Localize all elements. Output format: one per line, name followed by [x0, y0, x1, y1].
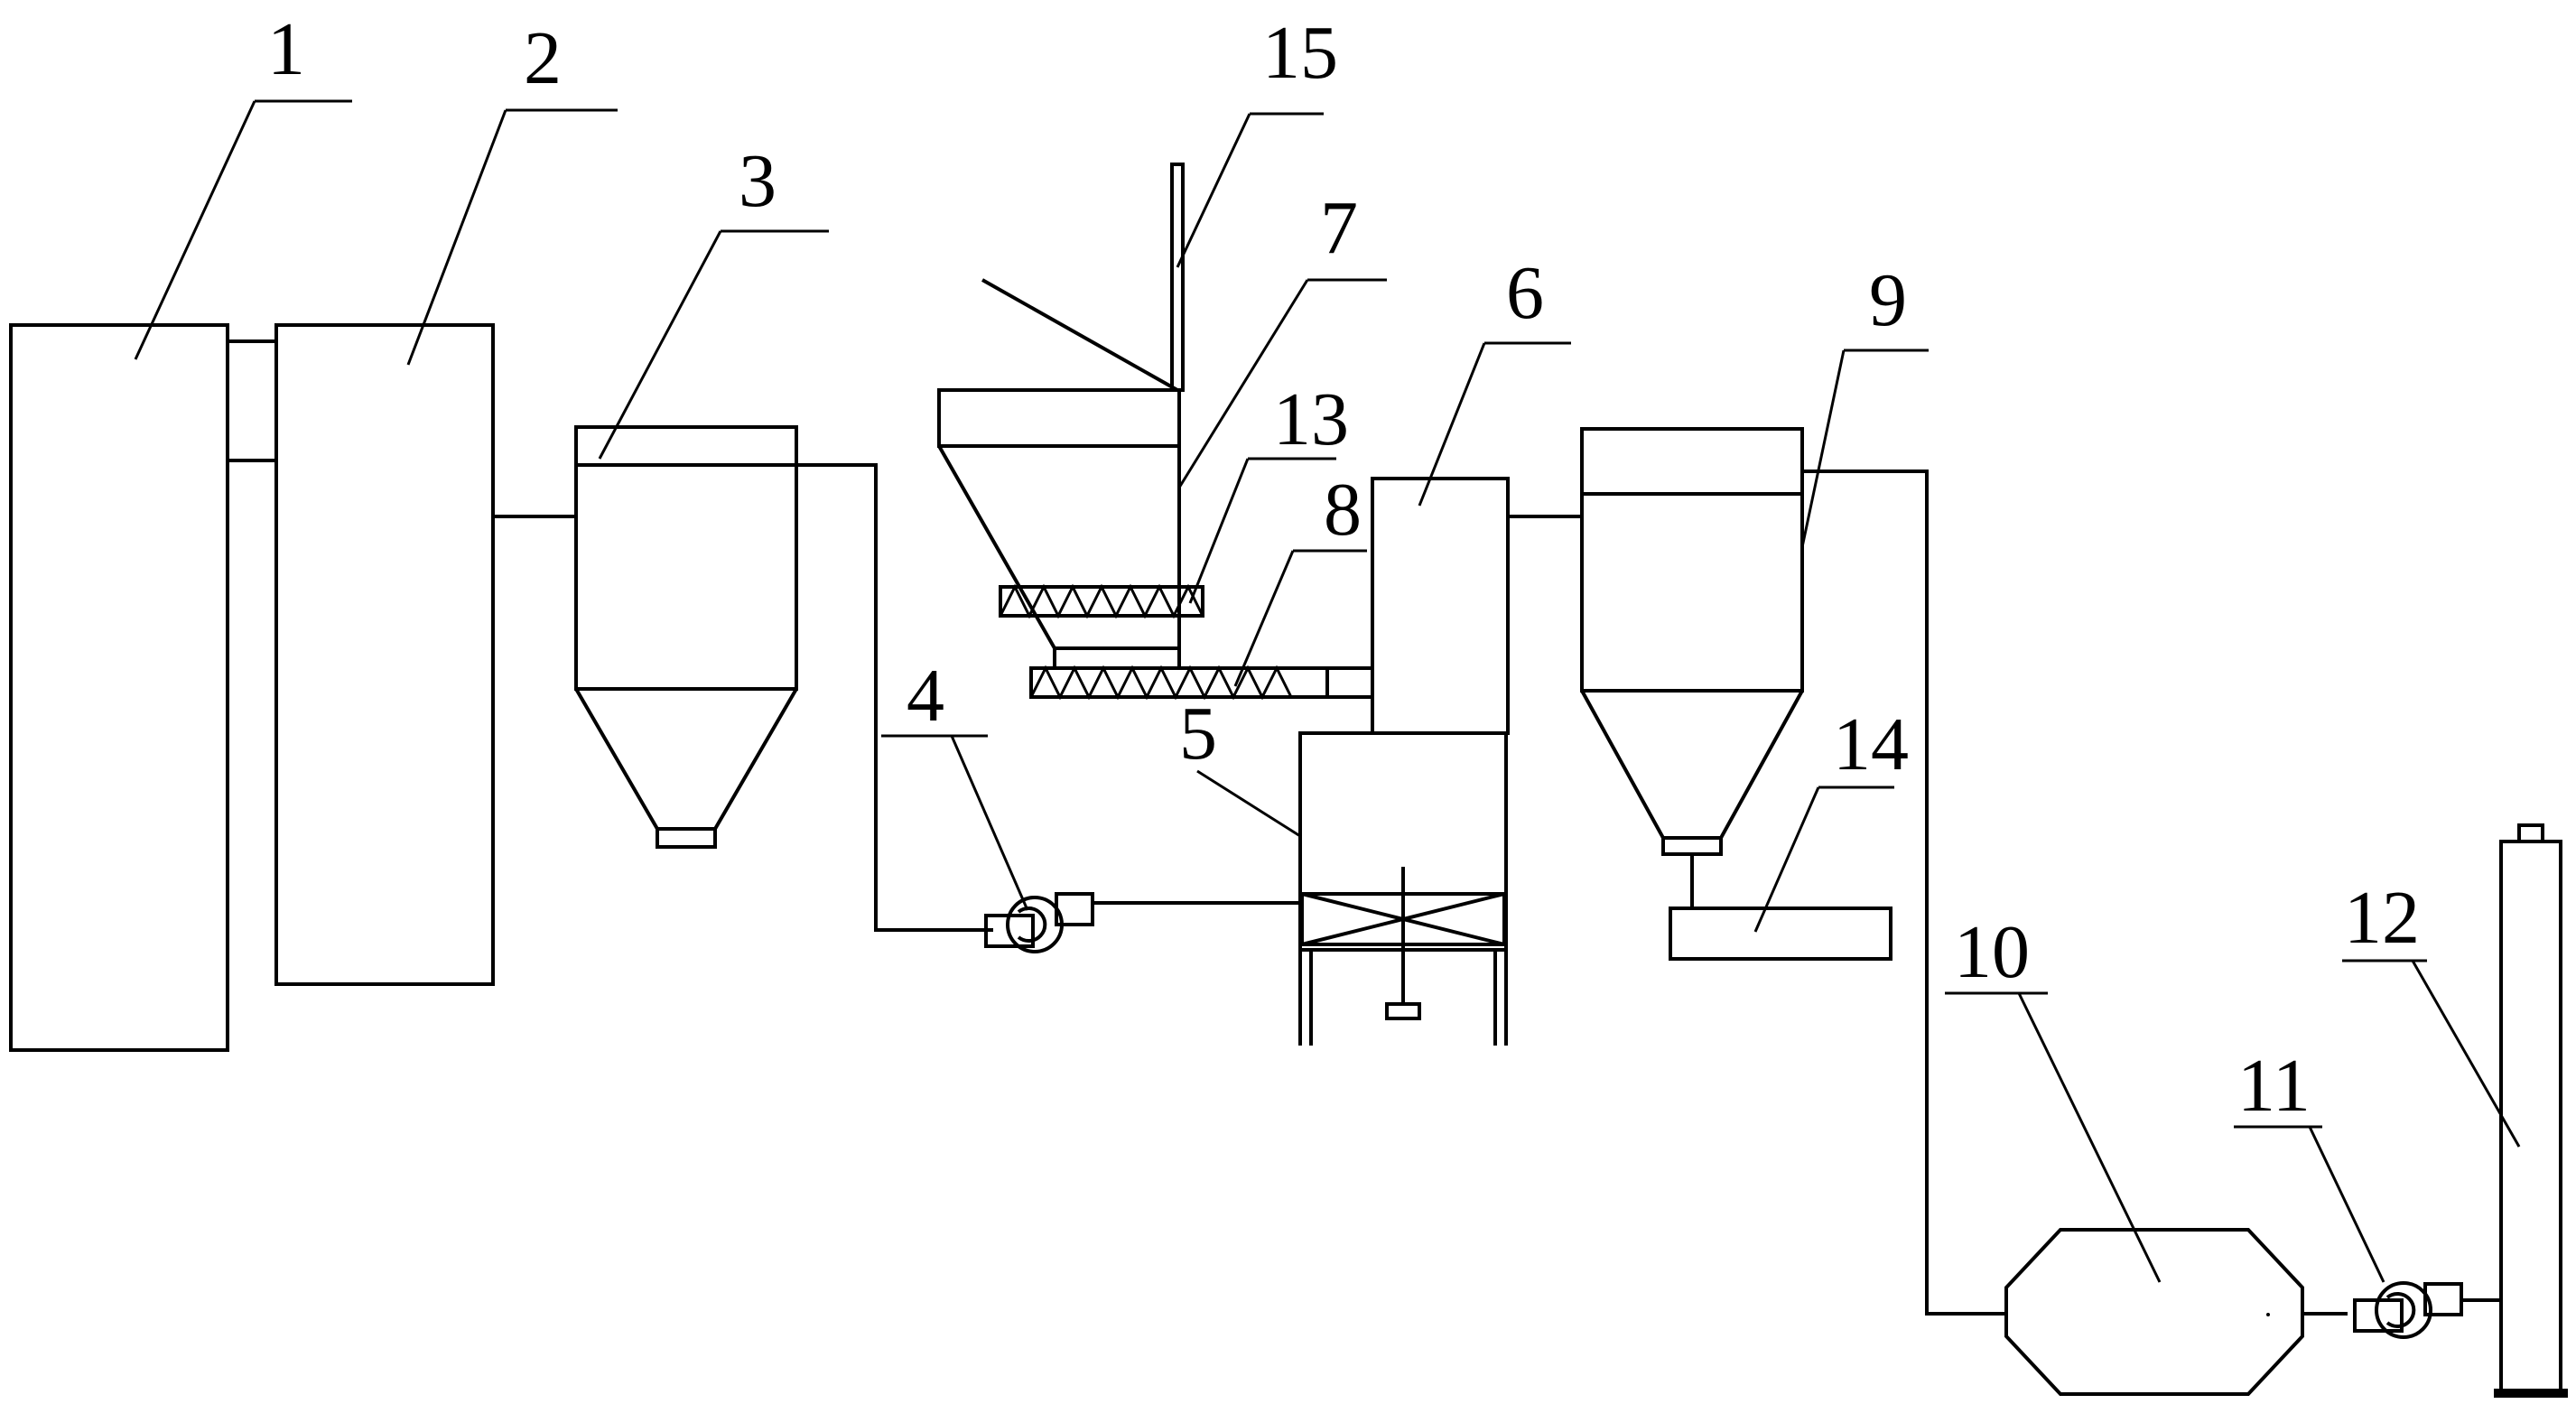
label-2: 2 [524, 16, 562, 100]
label-7: 7 [1320, 186, 1358, 270]
component-8-screw [1029, 665, 1374, 701]
component-11-fan [2353, 1281, 2463, 1339]
label-4: 4 [907, 654, 944, 738]
component-12-stack [2494, 823, 2568, 1398]
label-9: 9 [1869, 258, 1907, 342]
label-8: 8 [1324, 468, 1362, 552]
component-5 [1298, 731, 1508, 1046]
component-10-tank [2004, 1228, 2304, 1396]
component-7-hopper [937, 388, 1181, 670]
component-1 [9, 323, 229, 1052]
label-3: 3 [739, 139, 777, 223]
component-3 [574, 425, 798, 849]
pipe-9-10-12 [1802, 470, 2501, 1316]
label-12: 12 [2344, 876, 2420, 960]
leader-lines [134, 99, 2521, 1283]
component-6 [1371, 477, 1510, 735]
label-15: 15 [1262, 11, 1338, 95]
label-1: 1 [267, 7, 305, 91]
number-labels: 1 2 3 4 5 6 7 8 9 10 11 12 13 14 15 [267, 7, 2420, 1128]
component-13-screw [999, 583, 1204, 619]
component-2 [274, 323, 495, 986]
connector-1-2 [228, 339, 276, 462]
component-15-feed-pipe [981, 163, 1185, 392]
label-6: 6 [1506, 251, 1544, 335]
label-14: 14 [1833, 702, 1909, 786]
component-4-fan [984, 892, 1094, 953]
component-14 [1669, 907, 1892, 961]
label-5: 5 [1179, 692, 1217, 776]
component-9 [1580, 427, 1804, 908]
label-10: 10 [1954, 910, 2030, 994]
pipe-3-4-5 [796, 463, 1300, 932]
label-13: 13 [1273, 377, 1349, 461]
label-11: 11 [2237, 1044, 2311, 1128]
